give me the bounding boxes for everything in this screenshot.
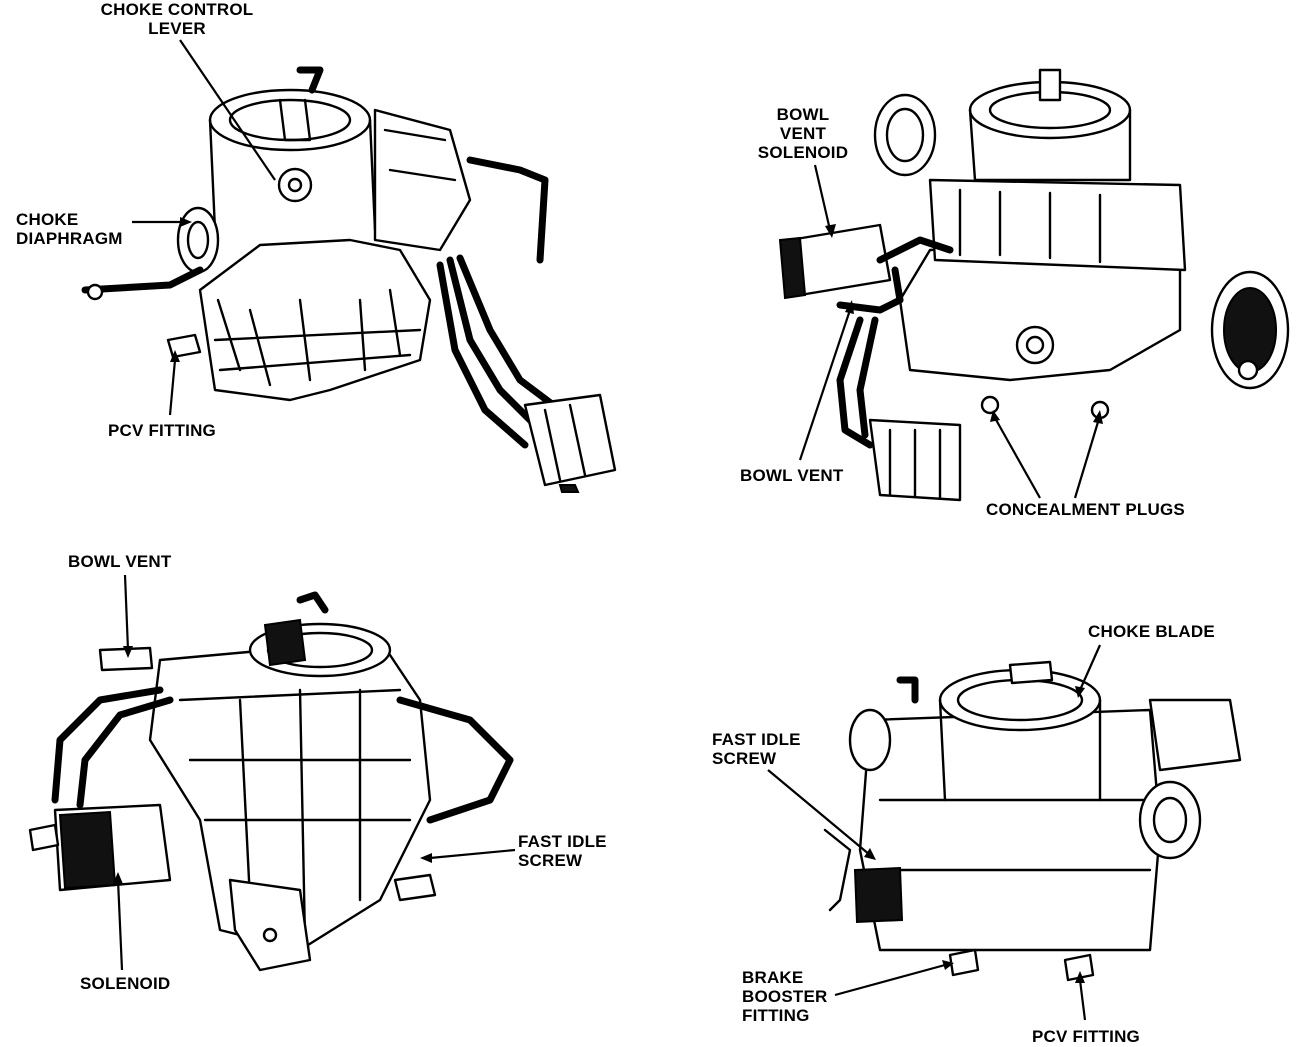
label-choke-diaphragm: CHOKE DIAPHRAGM xyxy=(16,210,123,248)
carburetor-bottom-left xyxy=(28,574,516,972)
carburetor-bottom-right xyxy=(767,644,1242,1021)
label-fast-idle-screw-1: FAST IDLE SCREW xyxy=(518,832,607,870)
label-pcv-fitting-1: PCV FITTING xyxy=(108,421,216,440)
label-fast-idle-screw-2: FAST IDLE SCREW xyxy=(712,730,801,768)
label-choke-control-lever: CHOKE CONTROL LEVER xyxy=(100,0,254,38)
label-concealment-plugs: CONCEALMENT PLUGS xyxy=(986,500,1185,519)
label-brake-booster-fitting: BRAKE BOOSTER FITTING xyxy=(742,968,828,1025)
label-choke-blade: CHOKE BLADE xyxy=(1088,622,1215,641)
label-bowl-vent-1: BOWL VENT xyxy=(740,466,844,485)
label-solenoid: SOLENOID xyxy=(80,974,171,993)
label-bowl-vent-solenoid: BOWL VENT SOLENOID xyxy=(757,105,849,162)
carburetor-top-right xyxy=(778,68,1290,502)
carburetor-top-left xyxy=(81,39,617,493)
label-pcv-fitting-2: PCV FITTING xyxy=(1032,1027,1140,1046)
label-bowl-vent-2: BOWL VENT xyxy=(68,552,172,571)
